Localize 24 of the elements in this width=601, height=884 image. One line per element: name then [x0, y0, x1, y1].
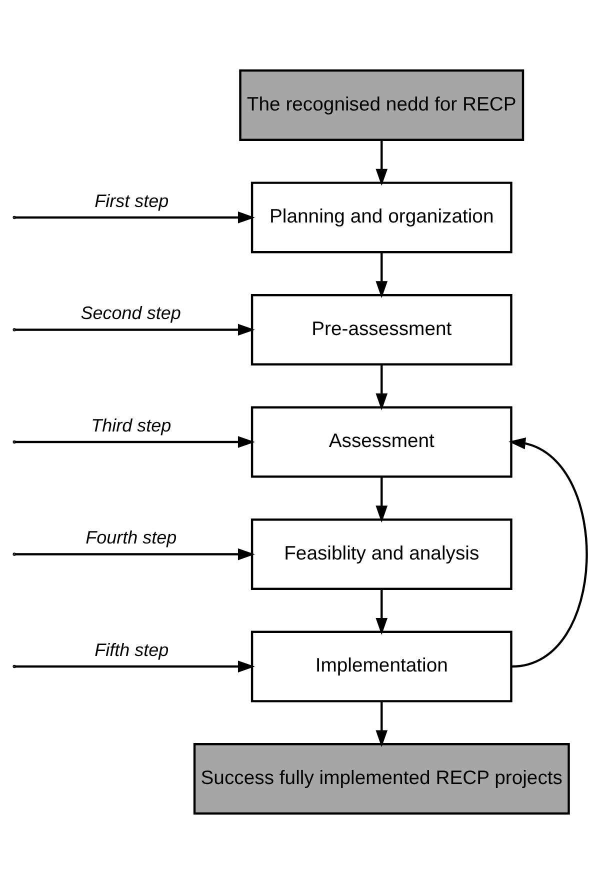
arrow	[376, 701, 388, 748]
node-box: Planning and organization	[250, 182, 512, 254]
node-box: The recognised nedd for RECP	[239, 69, 524, 141]
edge-label: Fifth step	[94, 640, 169, 660]
node-box: Assessment	[250, 406, 512, 478]
arrow	[376, 476, 388, 523]
arrow	[14, 324, 255, 336]
arrow	[376, 140, 388, 186]
arrow	[376, 589, 388, 635]
edge-label: Second step	[80, 303, 181, 324]
arrow	[14, 212, 255, 224]
arrow	[376, 364, 388, 410]
arrow	[14, 660, 255, 672]
arrow	[14, 436, 255, 448]
node-box: Implementation	[250, 630, 512, 702]
node-box: Success fully implemented RECP projects	[193, 743, 570, 815]
arrow	[376, 252, 388, 298]
arrow	[508, 438, 588, 668]
node-box: Pre-assessment	[250, 294, 512, 366]
node-box: Feasiblity and analysis	[250, 518, 512, 590]
edge-label: Third step	[91, 415, 172, 436]
edge-label: Fourth step	[86, 528, 177, 548]
arrow	[14, 548, 255, 560]
edge-label: First step	[94, 190, 169, 211]
